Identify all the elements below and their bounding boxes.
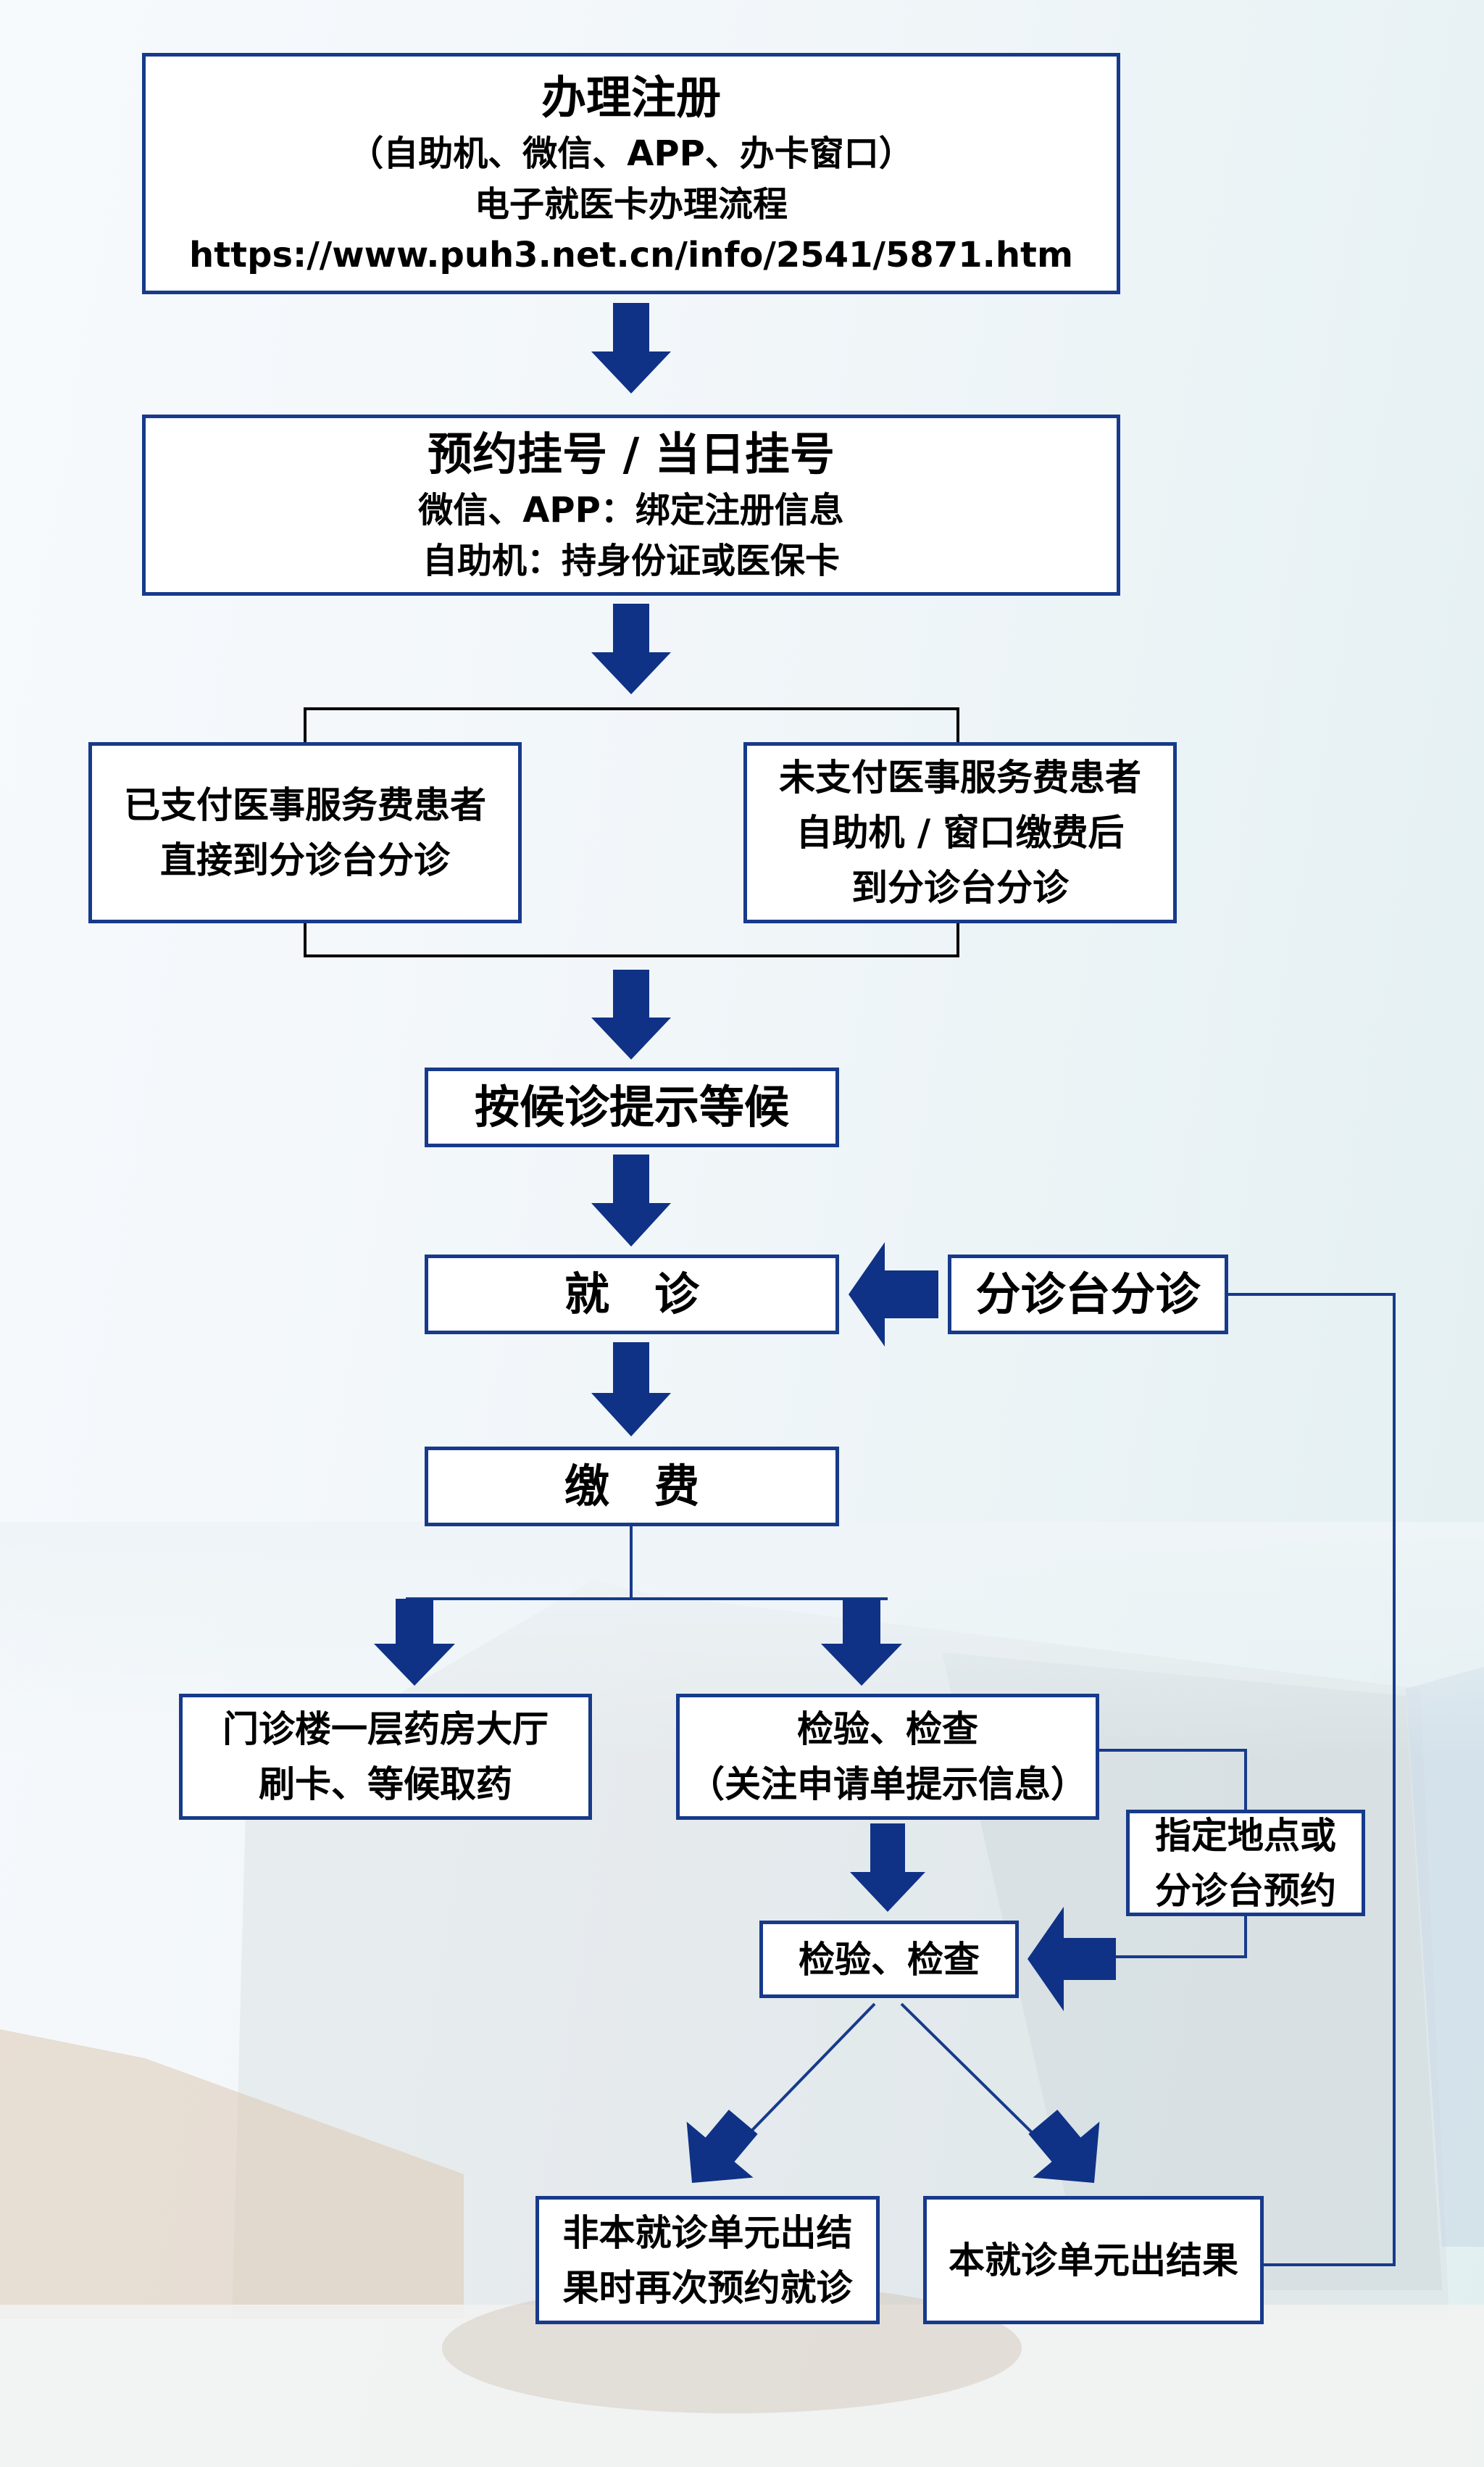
- split-bracket-top: [304, 707, 959, 742]
- register-channels: （自助机、微信、APP、办卡窗口）: [349, 133, 914, 174]
- exam-to-other-unit-connector: [734, 2002, 876, 2149]
- location-to-exam-connector: [1116, 1916, 1247, 1958]
- paid-line-1: 已支付医事服务费患者: [124, 784, 486, 826]
- wait-label: 按候诊提示等候: [474, 1081, 789, 1133]
- unpaid-line-2: 自助机 / 窗口缴费后: [796, 812, 1125, 854]
- consult-box: 就 诊: [425, 1255, 839, 1334]
- same-unit-result-label: 本就诊单元出结果: [949, 2239, 1238, 2281]
- wait-box: 按候诊提示等候: [425, 1068, 839, 1147]
- appointment-location-box: 指定地点或 分诊台预约: [1126, 1810, 1365, 1916]
- register-title: 办理注册: [541, 70, 721, 124]
- diagonal-arrow-icon-shape: [1028, 2110, 1100, 2183]
- split-bracket-bottom: [304, 923, 959, 957]
- diagonal-arrow-icon: [1028, 2110, 1100, 2183]
- down-arrow-icon: [591, 970, 671, 1060]
- down-arrow-icon: [850, 1823, 925, 1912]
- pharmacy-box: 门诊楼一层药房大厅 刷卡、等候取药: [179, 1694, 592, 1820]
- down-arrow-icon: [821, 1599, 902, 1686]
- pharmacy-line-2: 刷卡、等候取药: [259, 1763, 512, 1805]
- consult-label: 就 诊: [564, 1268, 699, 1320]
- exam-label: 检验、检查: [799, 1938, 980, 1981]
- same-unit-result-box: 本就诊单元出结果: [923, 2196, 1264, 2324]
- appointment-title: 预约挂号 / 当日挂号: [428, 428, 835, 480]
- diagonal-arrow-icon-shape: [686, 2110, 758, 2183]
- other-unit-result-line-1: 非本就诊单元出结: [562, 2211, 853, 2254]
- loop-back-connector: [1228, 1293, 1396, 2266]
- exam-to-same-unit-connector: [900, 2002, 1049, 2149]
- other-unit-result-box: 非本就诊单元出结 果时再次预约就诊: [535, 2196, 880, 2324]
- triage-box: 分诊台分诊: [948, 1255, 1228, 1334]
- paid-patient-box: 已支付医事服务费患者 直接到分诊台分诊: [88, 742, 522, 923]
- exam-request-line-1: 检验、检查: [797, 1708, 978, 1750]
- appointment-location-line-2: 分诊台预约: [1155, 1869, 1336, 1912]
- register-box: 办理注册 （自助机、微信、APP、办卡窗口） 电子就医卡办理流程 https:/…: [142, 53, 1120, 294]
- appointment-location-line-1: 指定地点或: [1155, 1814, 1336, 1857]
- down-arrow-icon: [591, 1155, 671, 1247]
- down-arrow-icon: [591, 303, 671, 394]
- exam-request-line-2: （关注申请单提示信息）: [688, 1763, 1087, 1805]
- register-subtitle: 电子就医卡办理流程: [474, 183, 788, 225]
- exam-box: 检验、检查: [759, 1921, 1019, 1998]
- register-url-link[interactable]: https://www.puh3.net.cn/info/2541/5871.h…: [189, 234, 1073, 275]
- paid-line-2: 直接到分诊台分诊: [160, 839, 450, 881]
- appointment-line-2: 自助机：持身份证或医保卡: [422, 541, 840, 581]
- left-arrow-icon: [849, 1242, 938, 1347]
- down-arrow-icon: [591, 1342, 671, 1436]
- appointment-box: 预约挂号 / 当日挂号 微信、APP：绑定注册信息 自助机：持身份证或医保卡: [142, 415, 1120, 596]
- unpaid-patient-box: 未支付医事服务费患者 自助机 / 窗口缴费后 到分诊台分诊: [743, 742, 1177, 923]
- payment-label: 缴 费: [564, 1460, 699, 1513]
- down-arrow-icon: [374, 1599, 455, 1686]
- exam-request-to-location-connector: [1099, 1749, 1247, 1810]
- triage-label: 分诊台分诊: [975, 1268, 1201, 1320]
- diagonal-arrow-icon: [686, 2110, 758, 2183]
- other-unit-result-line-2: 果时再次预约就诊: [562, 2266, 853, 2309]
- appointment-line-1: 微信、APP：绑定注册信息: [418, 490, 844, 531]
- pharmacy-line-1: 门诊楼一层药房大厅: [222, 1708, 549, 1750]
- payment-box: 缴 费: [425, 1447, 839, 1526]
- down-arrow-icon: [591, 604, 671, 694]
- left-arrow-icon: [1027, 1907, 1116, 2011]
- unpaid-line-1: 未支付医事服务费患者: [779, 757, 1141, 799]
- unpaid-line-3: 到分诊台分诊: [851, 867, 1069, 909]
- exam-request-box: 检验、检查 （关注申请单提示信息）: [676, 1694, 1099, 1820]
